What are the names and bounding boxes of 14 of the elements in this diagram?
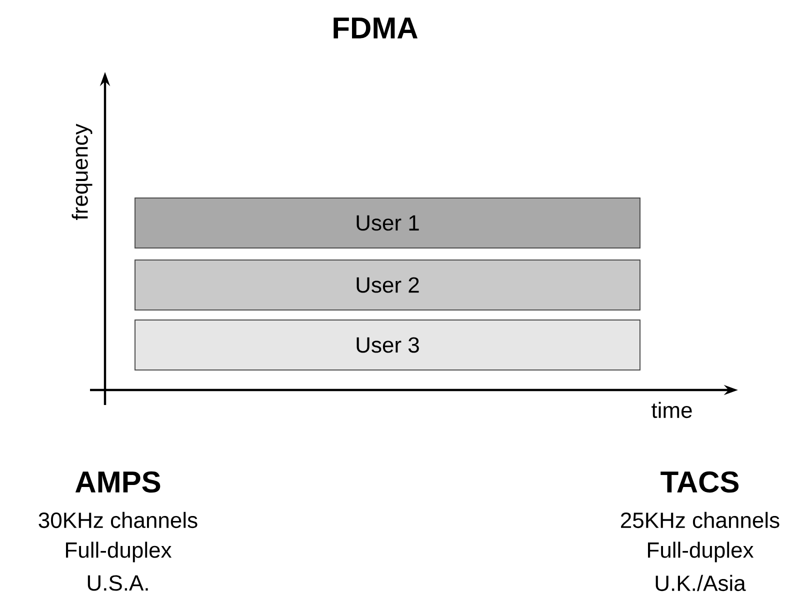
axis-label: frequency — [72, 124, 92, 220]
info-text: Full-duplex — [648, 542, 754, 562]
info-text: Full-duplex — [66, 542, 172, 562]
info-text: 30KHz channels — [38, 512, 198, 528]
standard-heading: AMPS — [75, 471, 160, 493]
info-text: U.S.A. — [88, 575, 148, 591]
standard-heading: TACS — [660, 471, 739, 493]
title: FDMA — [334, 18, 418, 38]
info-text: 25KHz channels — [621, 512, 780, 528]
user-band: User 3 — [134, 319, 640, 370]
info-text: time — [652, 402, 692, 418]
user-band: User 2 — [134, 260, 640, 310]
info-text: U.K./Asia — [656, 574, 746, 592]
user-band: User 1 — [134, 198, 640, 248]
